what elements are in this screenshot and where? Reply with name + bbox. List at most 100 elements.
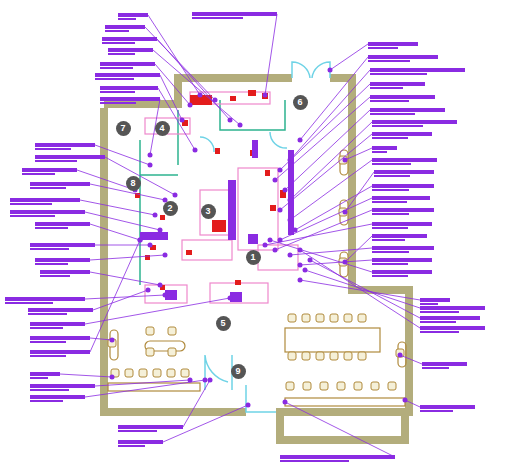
redacted-label bbox=[420, 306, 485, 310]
chair bbox=[146, 327, 154, 335]
leader-line bbox=[290, 70, 370, 160]
chair bbox=[337, 382, 345, 390]
leader-line bbox=[183, 380, 210, 427]
redacted-label bbox=[420, 303, 438, 305]
redacted-label bbox=[5, 297, 85, 301]
chair bbox=[330, 314, 338, 322]
redacted-label bbox=[108, 53, 135, 55]
leader-dot bbox=[148, 153, 153, 158]
redacted-label bbox=[100, 67, 133, 69]
chair bbox=[320, 382, 328, 390]
leader-line bbox=[275, 210, 372, 250]
leader-dot bbox=[163, 253, 168, 258]
leader-line bbox=[85, 298, 230, 324]
leader-dot bbox=[298, 278, 303, 283]
redacted-label bbox=[118, 430, 157, 432]
redacted-label bbox=[30, 389, 69, 391]
leader-line bbox=[275, 97, 370, 180]
redacted-label bbox=[118, 445, 145, 447]
redacted-label bbox=[420, 311, 459, 313]
chair bbox=[286, 382, 294, 390]
leader-line bbox=[345, 172, 374, 212]
redacted-label bbox=[35, 263, 68, 265]
redacted-label bbox=[10, 215, 55, 217]
redacted-label bbox=[372, 275, 408, 277]
chair bbox=[344, 314, 352, 322]
redacted-label bbox=[370, 100, 409, 102]
redacted-label bbox=[372, 120, 457, 124]
leader-line bbox=[90, 224, 140, 240]
leader-dot bbox=[188, 103, 193, 108]
leader-line bbox=[300, 280, 420, 300]
redacted-label bbox=[420, 298, 450, 302]
leader-line bbox=[400, 355, 422, 364]
leader-line bbox=[148, 15, 200, 95]
redacted-label bbox=[420, 410, 453, 412]
redacted-label bbox=[95, 78, 134, 80]
doors bbox=[200, 62, 330, 412]
callout-number: 7 bbox=[116, 121, 131, 136]
redacted-label bbox=[105, 25, 145, 29]
redacted-label bbox=[374, 175, 410, 177]
redacted-label bbox=[100, 91, 135, 93]
leader-dot bbox=[173, 193, 178, 198]
redacted-label bbox=[422, 367, 449, 369]
redacted-label bbox=[35, 227, 68, 229]
chair bbox=[316, 314, 324, 322]
callout-number: 1 bbox=[246, 250, 261, 265]
leader-dot bbox=[180, 118, 185, 123]
leader-dot bbox=[203, 378, 208, 383]
leader-dot bbox=[148, 243, 153, 248]
leader-line bbox=[163, 405, 248, 442]
walls bbox=[104, 78, 409, 440]
leader-line bbox=[95, 245, 150, 246]
redacted-label bbox=[118, 440, 163, 444]
redacted-label bbox=[370, 95, 435, 99]
leader-line bbox=[85, 380, 205, 397]
redacted-label bbox=[372, 251, 409, 253]
leader-line bbox=[280, 198, 372, 240]
leader-dot bbox=[403, 398, 408, 403]
leader-dot bbox=[138, 238, 143, 243]
leader-line bbox=[310, 260, 420, 318]
redacted-label bbox=[30, 243, 95, 247]
leader-dot bbox=[278, 168, 283, 173]
redacted-label bbox=[280, 455, 395, 459]
redacted-label bbox=[370, 113, 415, 115]
leader-dot bbox=[110, 338, 115, 343]
leader-dot bbox=[273, 248, 278, 253]
leader-line bbox=[265, 14, 277, 95]
chair bbox=[330, 352, 338, 360]
redacted-label bbox=[100, 62, 155, 66]
redacted-label bbox=[100, 86, 158, 90]
chair bbox=[358, 352, 366, 360]
redacted-label bbox=[280, 460, 349, 462]
redacted-label bbox=[370, 68, 465, 72]
redacted-label bbox=[30, 355, 66, 357]
redacted-label bbox=[30, 395, 85, 399]
leader-dot bbox=[288, 218, 293, 223]
redacted-label bbox=[374, 170, 434, 174]
leader-dot bbox=[298, 248, 303, 253]
leader-dot bbox=[308, 258, 313, 263]
redacted-label bbox=[30, 400, 63, 402]
redacted-label bbox=[372, 234, 427, 238]
redacted-label bbox=[372, 163, 411, 165]
redacted-label bbox=[420, 326, 485, 330]
leader-line bbox=[60, 374, 112, 377]
leader-dot bbox=[343, 158, 348, 163]
redacted-label bbox=[372, 239, 405, 241]
redacted-label bbox=[35, 143, 95, 147]
leader-line bbox=[90, 255, 165, 260]
redacted-label bbox=[102, 42, 135, 44]
chair bbox=[167, 369, 175, 377]
leader-dot bbox=[198, 93, 203, 98]
redacted-label bbox=[30, 350, 90, 354]
leader-dot bbox=[208, 378, 213, 383]
redacted-label bbox=[35, 258, 90, 262]
leader-dot bbox=[146, 288, 151, 293]
redacted-label bbox=[372, 184, 434, 188]
leader-line bbox=[95, 380, 190, 386]
leader-dot bbox=[278, 208, 283, 213]
